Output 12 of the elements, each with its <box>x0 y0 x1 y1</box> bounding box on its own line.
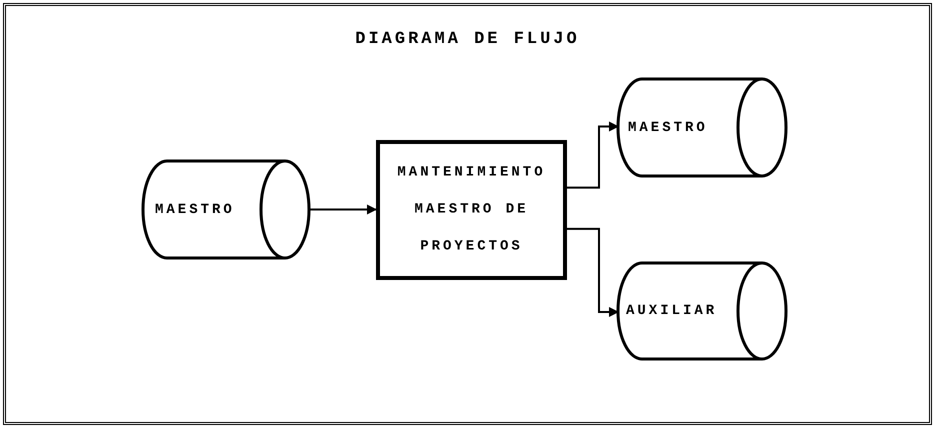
arrow <box>567 122 619 189</box>
node-label: MANTENIMIENTO MAESTRO DE PROYECTOS <box>396 164 547 256</box>
arrow <box>309 204 377 214</box>
process-box <box>376 140 567 280</box>
storage-cylinder <box>618 78 786 177</box>
diagram-title: DIAGRAMA DE FLUJO <box>354 30 581 49</box>
storage-cylinder <box>618 262 786 360</box>
arrow <box>567 228 619 317</box>
node-label: MAESTRO <box>628 120 708 136</box>
node-label: AUXILIAR <box>626 303 718 319</box>
node-label: MAESTRO <box>155 202 235 218</box>
storage-cylinder <box>143 160 309 259</box>
